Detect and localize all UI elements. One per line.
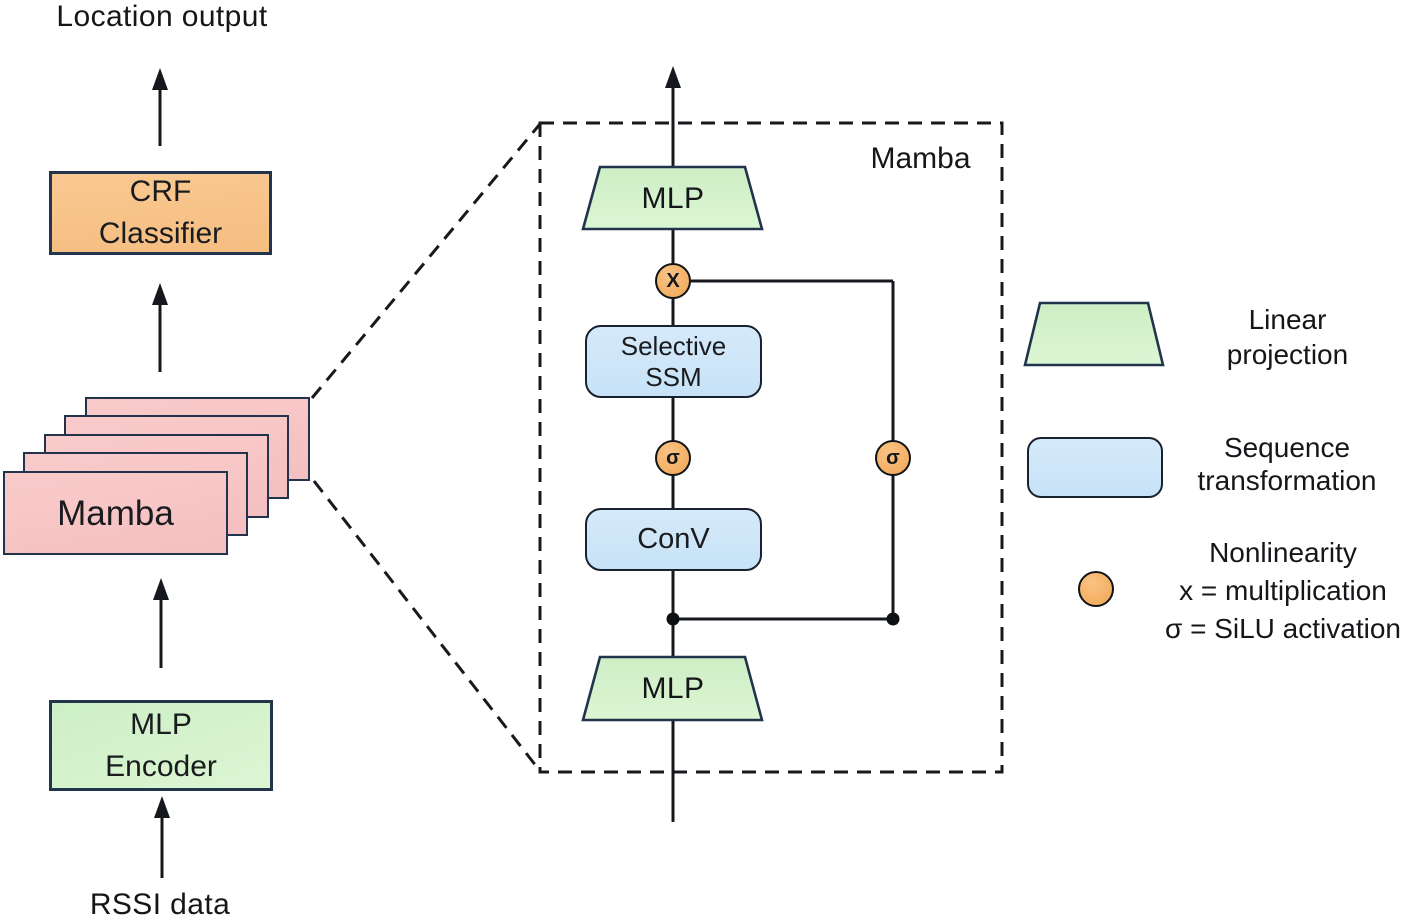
encoder-line2: Encoder <box>105 749 217 783</box>
conv-label: ConV <box>637 523 710 555</box>
location-output-label: Location output <box>56 0 268 33</box>
legend-nonlinearity-line3: σ = SiLU activation <box>1165 613 1401 644</box>
zoom-connector-top <box>310 123 542 399</box>
encoder-line1: MLP <box>130 707 192 741</box>
legend-linear-projection-label: Linear projection <box>1180 302 1395 372</box>
legend-sequence-line2: transformation <box>1197 465 1377 496</box>
mlp-encoder-box: MLP Encoder <box>49 700 273 791</box>
mamba-stack-front-box: Mamba <box>3 471 228 555</box>
arrow-crf-to-location-output <box>152 68 168 146</box>
bottom-mlp-trapezoid <box>581 655 764 722</box>
multiplication-symbol: X <box>666 269 680 292</box>
legend-sequence-transformation-shape <box>1027 437 1163 498</box>
legend-sequence-line1: Sequence <box>1223 432 1351 463</box>
legend-sequence-transformation-label: Sequence transformation <box>1172 431 1402 497</box>
mamba-detail-dashed-box <box>538 121 1004 774</box>
sigma-symbol-right: σ <box>886 446 900 469</box>
ssm-line1: Selective <box>620 330 727 361</box>
crf-classifier-box: CRF Classifier <box>49 171 272 255</box>
legend-linear-line1: Linear <box>1248 304 1327 335</box>
arrow-rssi-to-encoder <box>154 796 170 878</box>
arrow-mamba-to-crf <box>152 283 168 372</box>
detail-output-arrow <box>665 66 681 168</box>
legend-nonlinearity-line1: Nonlinearity <box>1209 537 1357 568</box>
legend-nonlinearity-label: Nonlinearity x = multiplication σ = SiLU… <box>1150 534 1416 648</box>
sigma-circle-right: σ <box>875 440 911 476</box>
conv-box: ConV <box>585 508 762 571</box>
junction-dot-right <box>886 612 900 626</box>
top-mlp-label: MLP <box>641 182 705 215</box>
legend-nonlinearity-shape <box>1078 571 1114 607</box>
zoom-connector-bottom <box>312 480 542 772</box>
arrow-encoder-to-mamba <box>153 578 169 668</box>
legend-linear-line2: projection <box>1226 339 1349 370</box>
sigma-symbol-left: σ <box>666 446 680 469</box>
mamba-detail-title: Mamba <box>870 142 971 175</box>
crf-line2: Classifier <box>98 217 223 250</box>
legend-nonlinearity-line2: x = multiplication <box>1179 575 1387 606</box>
sigma-circle-left: σ <box>655 440 691 476</box>
selective-ssm-box: Selective SSM <box>585 325 762 398</box>
rssi-data-label: RSSI data <box>89 888 231 921</box>
multiplication-circle: X <box>655 263 691 299</box>
bottom-mlp-label: MLP <box>641 672 705 705</box>
legend-linear-projection-shape <box>1023 301 1165 367</box>
ssm-line2: SSM <box>645 361 702 392</box>
top-mlp-trapezoid <box>581 165 764 231</box>
mamba-stack-label: Mamba <box>57 493 174 533</box>
junction-dot-left <box>666 612 680 626</box>
crf-line1: CRF <box>129 175 192 208</box>
